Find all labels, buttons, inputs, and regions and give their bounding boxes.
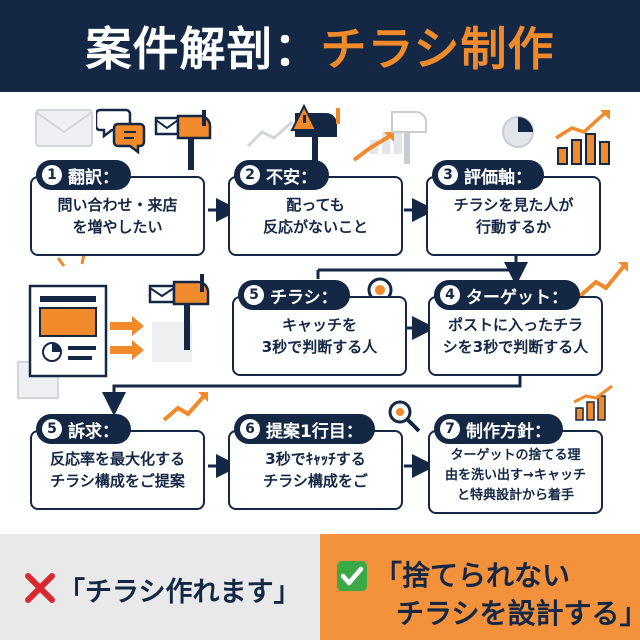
step-label: 7 制作方針： (434, 414, 563, 444)
diagram-area: 1 翻訳： 問い合わせ・来店を増やしたい 2 不安： 配っても反応がないこと 3 評価… (0, 92, 640, 534)
step-number: 3 (438, 165, 458, 185)
step-body: 3秒でｷｬｯﾁするチラシ構成をご (228, 448, 403, 492)
step-title: ターゲット： (466, 287, 568, 308)
step-label: 5 チラシ： (238, 280, 350, 310)
step-line: 3秒でｷｬｯﾁする (265, 450, 366, 468)
step-title: 制作方針： (466, 421, 551, 442)
step-body: ターゲットの捨てる理由を洗い出す→キャッチと特典設計から着手 (428, 446, 603, 506)
step-3-evaluation: 3 評価軸： チラシを見た人が行動するか (426, 160, 601, 256)
step-4-target: 4 ターゲット： ポストに入ったチラシを3秒で判断する人 (428, 280, 603, 376)
step-title: 不安： (266, 167, 317, 188)
cross-mark-icon (25, 573, 55, 603)
step-title: 評価軸： (464, 167, 532, 188)
flow-connectors (102, 198, 528, 478)
step-line: 反応率を最大化する (49, 450, 185, 468)
step-label: 5 訴求： (36, 414, 131, 444)
step-body: チラシを見た人が行動するか (426, 194, 601, 238)
footer-bad-panel: 「チラシ作れます」 (0, 534, 320, 640)
step-body: 配っても反応がないこと (228, 194, 403, 238)
step-number: 4 (440, 285, 460, 305)
step-title: チラシ： (270, 287, 338, 308)
page-title-accent: チラシ制作 (320, 22, 555, 76)
trend-up-arrow-icon (578, 262, 628, 298)
step-line: を増やしたい (72, 218, 163, 236)
step-line: 反応がないこと (262, 218, 368, 236)
good-example-line1: 「捨てられない (374, 559, 571, 592)
double-arrow-right-icon (110, 316, 144, 360)
step-line: チラシ構成をご (263, 472, 368, 490)
step-line: ターゲットの捨てる理 (450, 448, 581, 463)
step-title: 翻訳： (68, 167, 119, 188)
step-number: 7 (440, 419, 460, 439)
step-6-first-line: 6 提案1行目： 3秒でｷｬｯﾁするチラシ構成をご (228, 414, 403, 510)
step-body: 反応率を最大化するチラシ構成をご提案 (30, 448, 205, 492)
step-number: 5 (42, 419, 62, 439)
step-line: チラシ構成をご提案 (50, 472, 185, 490)
line-chart-icon (246, 120, 293, 148)
step-line: 行動するか (475, 218, 551, 236)
magnifier-icon (388, 400, 421, 433)
step-label: 3 評価軸： (432, 160, 544, 190)
step-number: 5 (244, 285, 264, 305)
step-flyer-reader: 5 チラシ： キャッチを 3秒で判断する人 (232, 280, 407, 376)
step-body: ポストに入ったチラシを3秒で判断する人 (428, 314, 603, 358)
step-number: 2 (240, 165, 260, 185)
mailbox-warning-icon (290, 104, 340, 168)
envelope-icon (35, 109, 93, 147)
step-line: シを3秒で判断する人 (442, 338, 589, 356)
step-body: 問い合わせ・来店を増やしたい (30, 194, 205, 238)
step-title: 提案1行目： (266, 421, 363, 442)
chat-bubbles-icon (96, 108, 146, 154)
check-mark-icon (337, 561, 367, 591)
mailbox-icon (154, 110, 212, 170)
step-label: 4 ターゲット： (434, 280, 580, 310)
step-line: チラシを見た人が (453, 196, 574, 214)
step-2-anxiety: 2 不安： 配っても反応がないこと (228, 160, 403, 256)
bad-example-text: 「チラシ作れます」 (58, 577, 301, 608)
step-body: キャッチを 3秒で判断する人 (232, 314, 407, 358)
step-label: 1 翻訳： (36, 160, 131, 190)
mailbox-icon (148, 274, 210, 350)
pie-chart-icon (502, 116, 534, 148)
step-line: と特典設計から着手 (456, 488, 574, 503)
step-line: 3秒で判断する人 (261, 338, 378, 356)
step-line: 配っても (286, 196, 345, 214)
good-example-line2: チラシを設計する」 (396, 597, 640, 630)
step-title: 訴求： (68, 421, 119, 442)
step-line: キャッチを (281, 316, 357, 334)
trend-up-arrow-icon (352, 132, 394, 162)
step-line: 由を洗い出す→キャッチ (445, 468, 586, 483)
step-line: ポストに入ったチラ (447, 316, 583, 334)
step-5-appeal: 5 訴求： 反応率を最大化するチラシ構成をご提案 (30, 414, 205, 510)
trend-up-arrow-icon (162, 392, 208, 422)
step-1-translation: 1 翻訳： 問い合わせ・来店を増やしたい (30, 160, 205, 256)
step-label: 2 不安： (234, 160, 329, 190)
growth-bar-chart-icon (555, 110, 610, 165)
header-banner: 案件解剖：チラシ制作 (0, 0, 640, 92)
step-number: 1 (42, 165, 62, 185)
step-line: 問い合わせ・来店 (57, 196, 178, 214)
mailbox-icon (391, 111, 427, 164)
step-7-production-policy: 7 制作方針： ターゲットの捨てる理由を洗い出す→キャッチと特典設計から着手 (428, 414, 603, 514)
arrow-4-to-6 (102, 375, 522, 416)
step-label: 6 提案1行目： (234, 414, 375, 444)
flyer-document-icon (28, 284, 108, 378)
footer-good-panel: 「捨てられない チラシを設計する」 (320, 534, 640, 640)
growth-bar-chart-icon (573, 384, 613, 421)
page-title-main: 案件解剖： (85, 22, 321, 76)
step-number: 6 (240, 419, 260, 439)
